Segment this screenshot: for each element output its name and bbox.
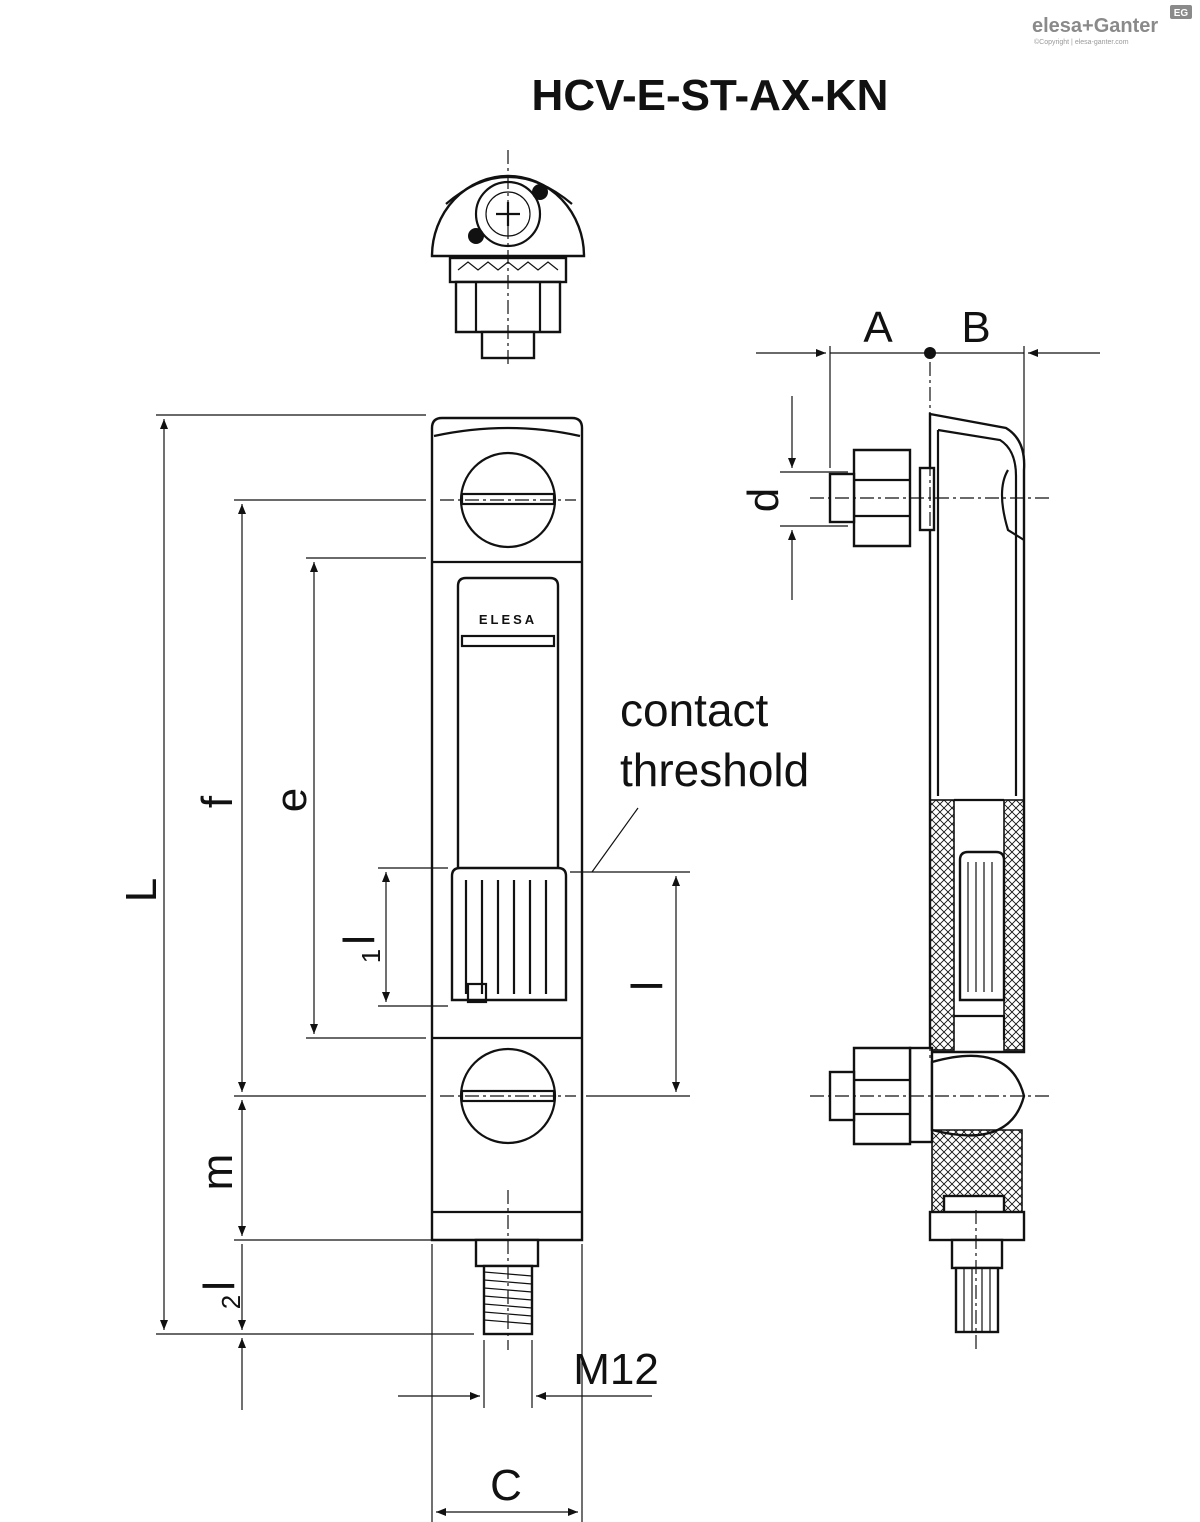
side-float-ribs xyxy=(967,862,993,992)
dimension-lines xyxy=(160,347,1100,1516)
extension-lines xyxy=(156,346,1025,1522)
label-l2-main: l xyxy=(195,1281,244,1291)
housing-top-curve xyxy=(433,426,581,438)
label-l: l xyxy=(623,981,672,991)
product-title: HCV-E-ST-AX-KN xyxy=(532,71,889,120)
nut-facets xyxy=(474,282,542,332)
label-L: L xyxy=(117,878,166,902)
label-m: m xyxy=(193,1154,242,1191)
upper-nut-facets xyxy=(854,478,910,518)
float-tab xyxy=(466,982,488,1004)
label-B: B xyxy=(961,303,990,352)
label-d: d xyxy=(739,488,788,512)
side-connector-lines xyxy=(963,1268,991,1332)
connector-hex xyxy=(474,1238,540,1268)
upper-washer xyxy=(918,466,936,532)
float xyxy=(450,866,568,1002)
threshold-leader xyxy=(591,807,639,873)
side-connector-body xyxy=(954,1266,1000,1334)
dimension-labels: A B d L f e l 1 l m l 2 M12 C xyxy=(117,303,991,1510)
copyright-text: ©Copyright | elesa-ganter.com xyxy=(1034,38,1129,46)
top-view xyxy=(430,150,586,368)
annotation-line-1: contact xyxy=(620,684,769,736)
detent-right xyxy=(532,184,548,200)
elesa-stamp: ELESA xyxy=(479,612,537,627)
upper-screw-slot xyxy=(460,492,556,506)
side-hatch-left xyxy=(929,799,955,1051)
logo-badge-bg xyxy=(1170,5,1192,19)
front-view: ELESA xyxy=(430,416,584,1350)
window-band xyxy=(460,634,556,648)
label-l2-sub: 2 xyxy=(216,1295,246,1309)
label-l1: l 1 xyxy=(335,935,386,963)
side-connector-hex xyxy=(950,1238,1004,1270)
label-M12: M12 xyxy=(573,1345,659,1394)
logo-badge: EG xyxy=(1174,8,1189,19)
side-view xyxy=(810,362,1050,1350)
contact-threshold-annotation: contact threshold xyxy=(620,684,809,796)
float-ribs xyxy=(464,880,548,994)
side-float xyxy=(958,850,1006,1002)
side-window-section xyxy=(954,798,1006,1040)
side-cap-detail xyxy=(1000,469,1025,541)
lower-nut-facets xyxy=(854,1078,910,1116)
label-l1-sub: 1 xyxy=(356,949,386,963)
sight-window xyxy=(456,576,560,874)
side-base xyxy=(928,1210,1026,1242)
side-inner-line xyxy=(937,428,1018,796)
lower-washer xyxy=(908,1046,934,1144)
label-e: e xyxy=(267,788,316,812)
dim-AB-origin xyxy=(924,347,936,359)
label-f: f xyxy=(193,795,242,808)
label-l2: l 2 xyxy=(195,1281,246,1309)
label-C: C xyxy=(490,1461,522,1510)
logo-text: elesa+Ganter xyxy=(1032,15,1158,37)
label-l1-main: l xyxy=(335,935,384,945)
annotation-line-2: threshold xyxy=(620,744,809,796)
side-hatch-right xyxy=(1003,799,1025,1051)
detent-left xyxy=(468,228,484,244)
label-A: A xyxy=(863,303,893,352)
brand-logo: elesa+Ganter EG ©Copyright | elesa-gante… xyxy=(1032,5,1192,46)
